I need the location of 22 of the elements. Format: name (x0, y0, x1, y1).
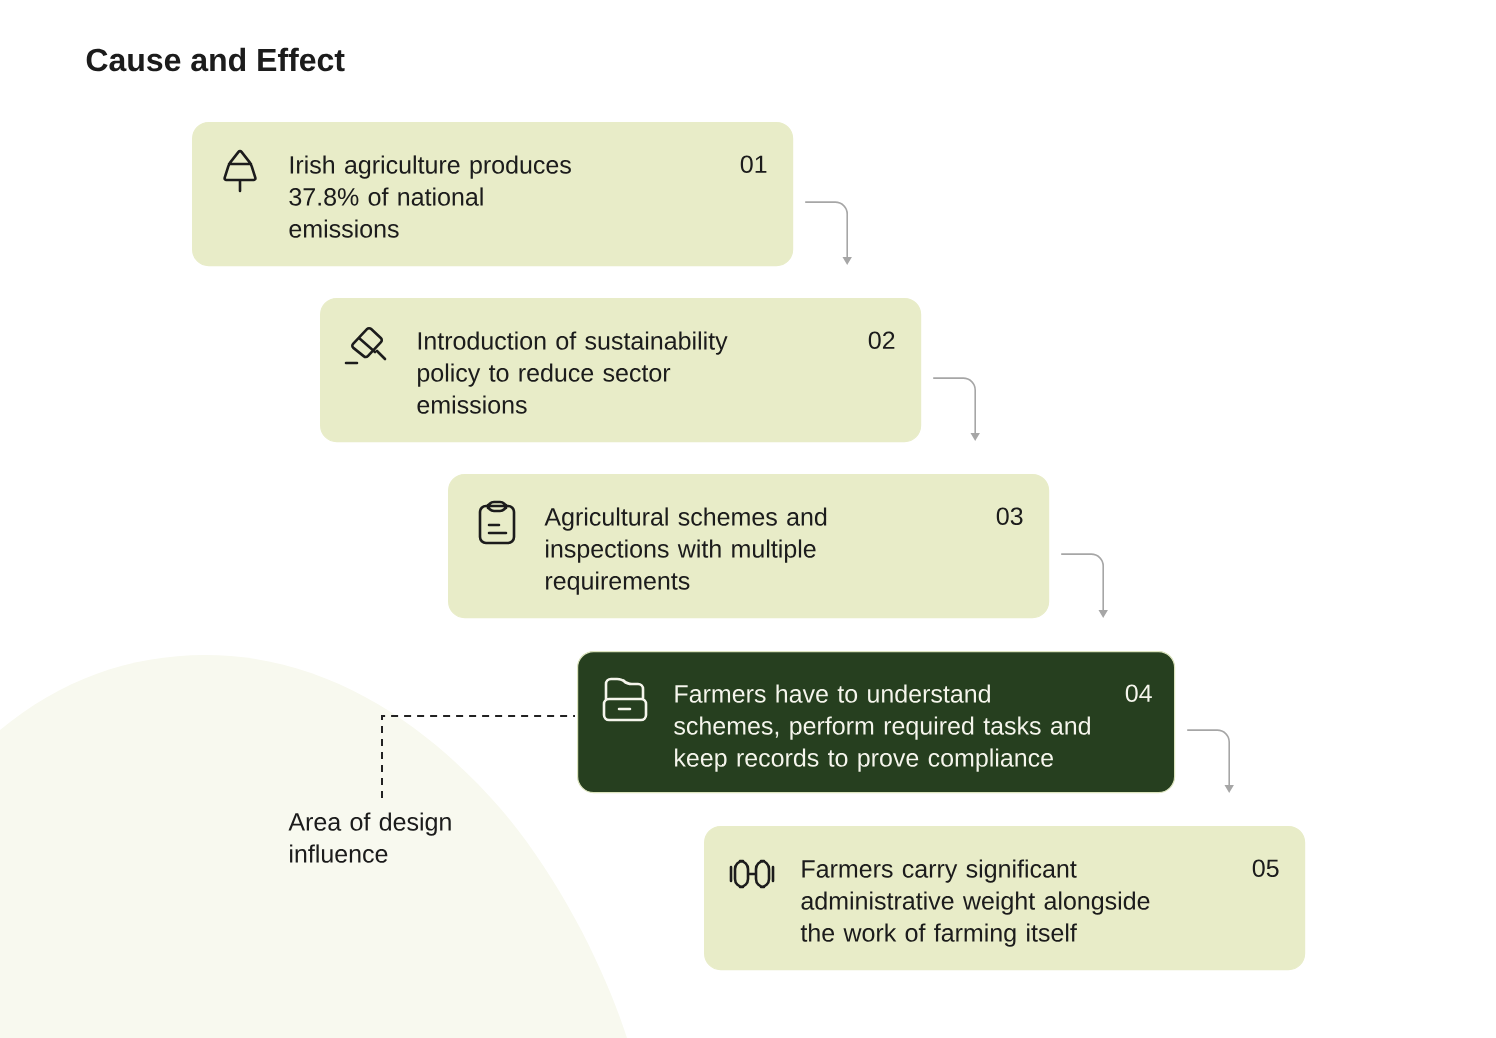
step-text: Irish agriculture produces 37.8% of national emissions (289, 155, 571, 238)
elbow-arrow (1186, 729, 1234, 793)
step-number: 01 (740, 155, 767, 174)
step-number: 04 (1125, 684, 1152, 703)
step-number: 02 (868, 331, 895, 350)
step-number: 03 (996, 507, 1023, 526)
leader-line (381, 715, 576, 799)
step-text: Farmers have to understand schemes, perform required tasks and keep records to prove compliance (674, 684, 1090, 772)
step-card (192, 122, 794, 267)
step-card (577, 651, 1176, 794)
annotation-text: Area of design influence (288, 812, 451, 863)
elbow-arrow (1060, 553, 1108, 618)
step-text: Introduction of sustainability policy to reduce sector emissions (417, 331, 728, 414)
title: Cause and Effect (86, 47, 345, 72)
elbow-arrow (932, 377, 980, 441)
step-text: Farmers carry significant administrative weight alongside the work of farming itself (800, 859, 1150, 947)
step-card (320, 298, 922, 443)
elbow-arrow (804, 201, 852, 265)
step-number: 05 (1252, 859, 1279, 878)
step-card (448, 474, 1050, 619)
step-card (704, 826, 1306, 971)
step-text: Agricultural schemes and inspections with multiple requirements (544, 507, 827, 595)
